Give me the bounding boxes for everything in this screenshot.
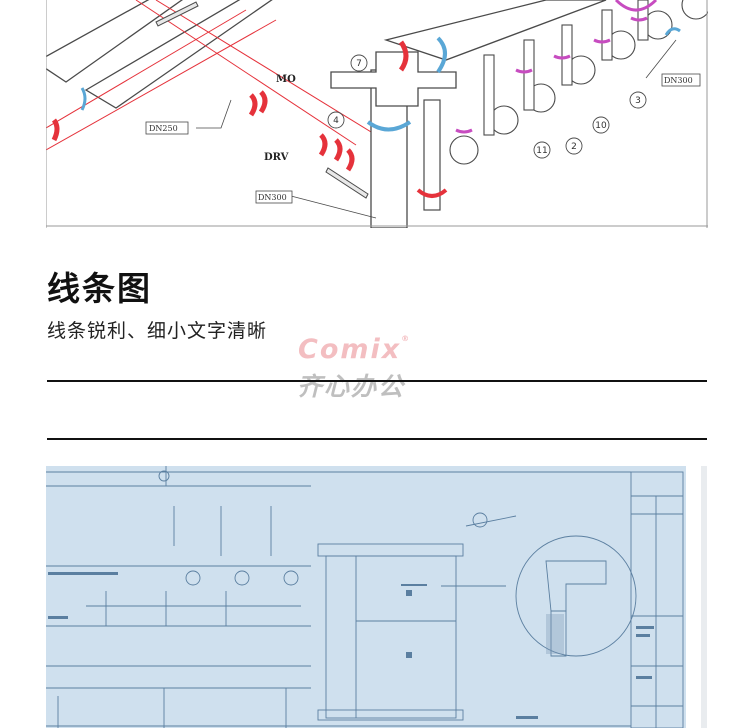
callout-10: 10 — [595, 121, 607, 131]
callout-4: 4 — [333, 116, 339, 126]
callout-7: 7 — [356, 59, 362, 69]
pipe-drawing-svg: 7 4 3 10 11 2 DN250 DN300 DN300 MO DRV — [46, 0, 708, 228]
blueprint-drawing — [46, 466, 707, 728]
watermark-logo: Comix® — [298, 334, 411, 365]
callout-2: 2 — [571, 142, 577, 152]
dn300-bottom-label: DN300 — [258, 193, 287, 202]
callout-3: 3 — [635, 96, 641, 106]
mo-label: MO — [276, 74, 296, 85]
pipe-line-drawing: 7 4 3 10 11 2 DN250 DN300 DN300 MO DRV — [46, 0, 708, 228]
divider-top — [47, 380, 707, 382]
dn300-right-label: DN300 — [664, 76, 693, 85]
section-subtitle: 线条锐利、细小文字清晰 — [47, 320, 268, 342]
dn250-label: DN250 — [149, 124, 178, 133]
callout-11: 11 — [536, 146, 547, 156]
watermark-registered-mark: ® — [401, 334, 412, 343]
section-title: 线条图 — [47, 269, 152, 308]
blueprint-svg — [46, 466, 707, 728]
divider-bottom — [47, 438, 707, 440]
watermark-chinese: 齐心办公 — [297, 372, 406, 401]
watermark-brand: Comix — [298, 334, 402, 365]
drv-label: DRV — [264, 152, 289, 163]
